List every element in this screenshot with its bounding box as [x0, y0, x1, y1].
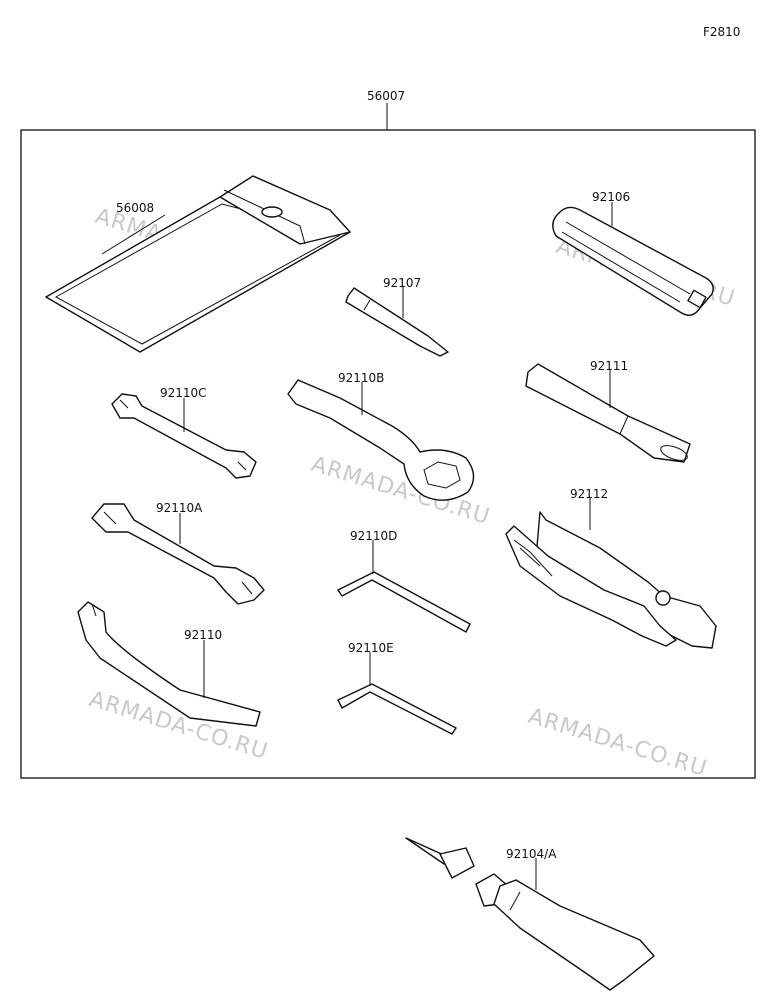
label-grease-tube: 92104/A [506, 847, 557, 861]
label-screwdriver-bit: 92107 [383, 276, 421, 290]
wrench-c [111, 393, 257, 479]
ring-wrench-b [287, 379, 475, 501]
driver-handle [552, 206, 714, 316]
label-ring-wrench: 92110B [338, 371, 384, 385]
watermark-5: ARMADA-CO.RU [525, 704, 710, 782]
kit-box [20, 129, 756, 779]
label-wrench-c: 92110C [160, 386, 207, 400]
label-pliers: 92112 [570, 487, 608, 501]
tool-bag [45, 175, 351, 353]
screwdriver-bit [345, 287, 449, 357]
label-wrench-a: 92110A [156, 501, 203, 515]
label-bag: 56008 [116, 201, 154, 215]
extension-bar [525, 363, 691, 463]
grease-tube [405, 837, 655, 991]
pliers [505, 511, 717, 649]
label-driver-handle: 92106 [592, 190, 630, 204]
hex-key-d [337, 571, 471, 633]
label-hex-key-d: 92110D [350, 529, 397, 543]
leader-bag [101, 214, 166, 255]
hook-wrench [77, 601, 261, 727]
wrench-a [91, 503, 265, 605]
label-hex-key-e: 92110E [348, 641, 394, 655]
label-extension-bar: 92111 [590, 359, 628, 373]
figure-code: F2810 [703, 25, 740, 39]
label-hook-wrench: 92110 [184, 628, 222, 642]
hex-key-e [337, 683, 457, 735]
label-kit: 56007 [367, 89, 405, 103]
